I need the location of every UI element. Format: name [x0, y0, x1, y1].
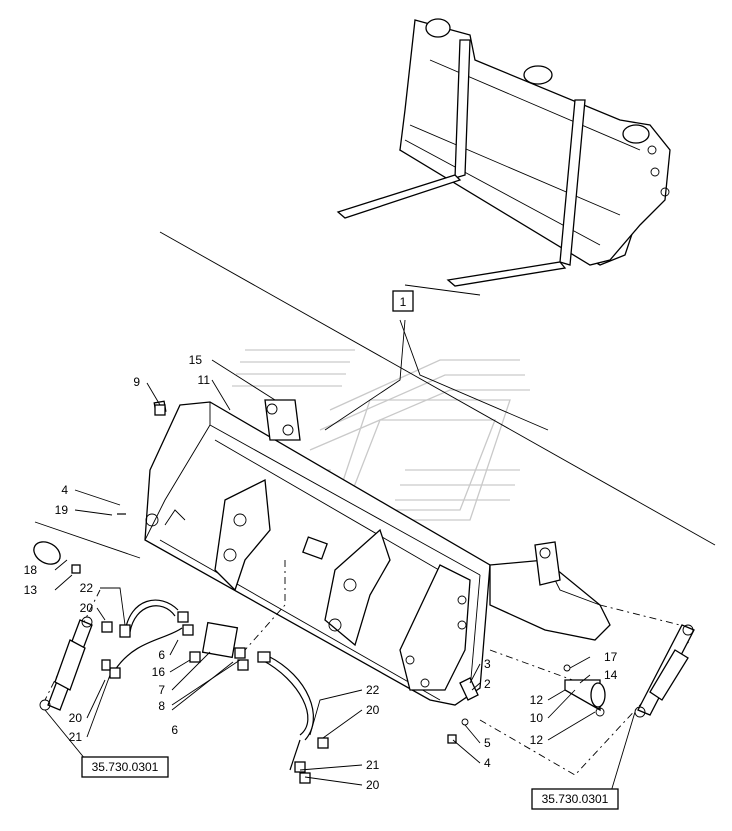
callout-6-upper: 6: [158, 648, 165, 662]
callout-18: 18: [24, 563, 38, 577]
fittings: [33, 404, 606, 784]
reference-box-right[interactable]: 35.730.0301: [531, 788, 619, 810]
callout-14: 14: [604, 668, 618, 682]
callout-4-left: 4: [61, 483, 68, 497]
callout-1: 1: [400, 295, 407, 309]
callout-9: 9: [133, 375, 140, 389]
callout-11: 11: [198, 373, 211, 387]
callout-3: 3: [484, 657, 491, 671]
bucket: [144, 399, 611, 706]
callout-22-right: 22: [366, 683, 380, 697]
hoses: [114, 599, 314, 771]
callout-7: 7: [158, 683, 165, 697]
callout-20-center: 20: [366, 703, 380, 717]
cylinder-right: [634, 624, 695, 718]
callout-6-lower: 6: [171, 723, 178, 737]
callout-10: 10: [530, 711, 544, 725]
callout-12-lower: 12: [530, 733, 544, 747]
leader-lines: [44, 284, 636, 796]
separator-line-upper: [159, 231, 716, 546]
callout-13: 13: [24, 583, 38, 597]
callout-21-left: 21: [69, 730, 83, 744]
callout-21-right: 21: [366, 758, 380, 772]
callout-16: 16: [152, 665, 166, 679]
callout-15: 15: [189, 353, 203, 367]
callout-5: 5: [484, 736, 491, 750]
callout-4-right: 4: [484, 756, 491, 770]
callout-20-upper-left: 20: [80, 601, 94, 615]
callout-12-upper: 12: [530, 693, 544, 707]
callout-17: 17: [604, 650, 618, 664]
callout-2: 2: [484, 677, 491, 691]
callout-20-bottom: 20: [366, 778, 380, 792]
separator-line-left: [34, 521, 141, 559]
callout-20-lower-left: 20: [69, 711, 83, 725]
reference-box-left[interactable]: 35.730.0301: [81, 756, 169, 778]
pallet-fork-attachment: [336, 18, 671, 287]
callout-8: 8: [158, 699, 165, 713]
reference-label-left[interactable]: 35.730.0301: [92, 760, 159, 774]
callout-labels: 1 15 9 11 4 19 18 13 22 20 6 16 7 8 6 20…: [24, 295, 618, 792]
reference-label-right[interactable]: 35.730.0301: [542, 792, 609, 806]
callout-box-1: [392, 290, 414, 312]
callout-22-left: 22: [80, 581, 94, 595]
callout-19: 19: [55, 503, 69, 517]
cylinder-left: [39, 616, 93, 711]
